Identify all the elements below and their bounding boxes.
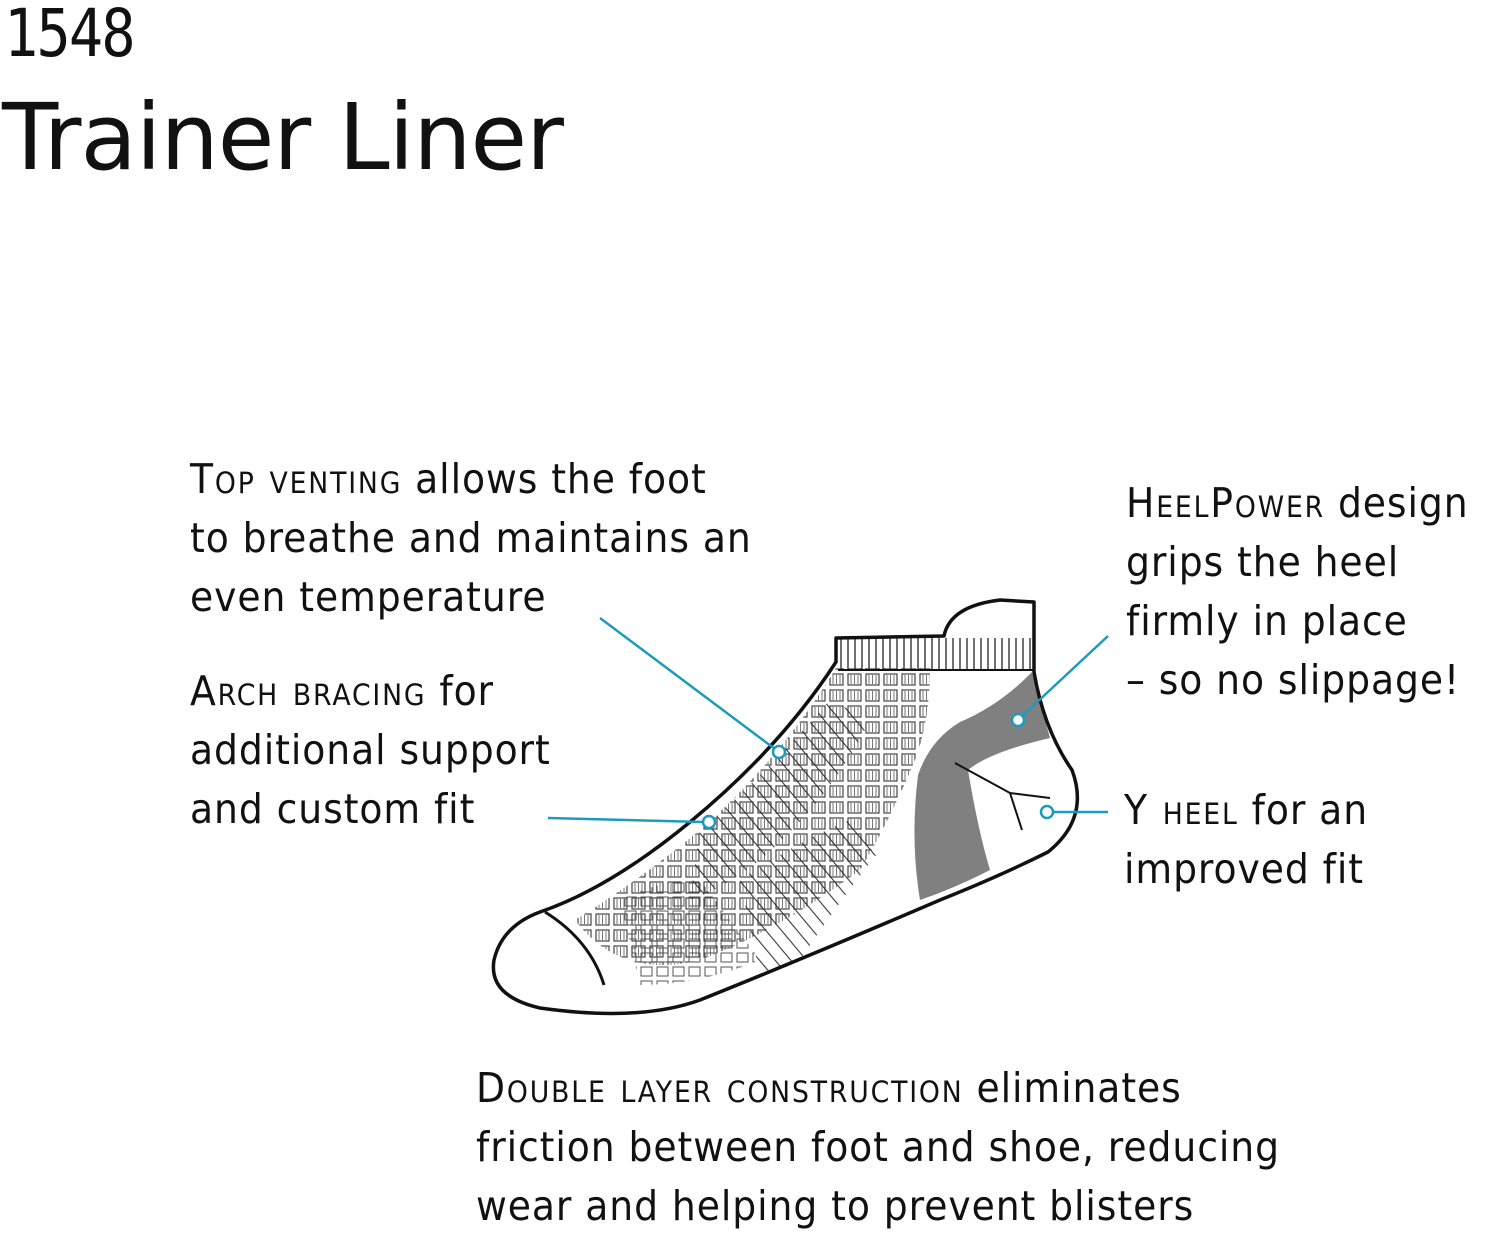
double-layer-feature: Double layer construction <box>476 1064 964 1112</box>
y-heel-text: improved fit <box>1124 845 1364 893</box>
top-venting-leader-line <box>599 616 780 754</box>
heelpower-callout: HeelPower design grips the heel firmly i… <box>1126 474 1469 710</box>
y-heel-feature: Y heel <box>1124 786 1239 834</box>
top-venting-text: to breathe and maintains an <box>190 514 752 562</box>
heelpower-text: grips the heel <box>1126 538 1400 586</box>
double-layer-text: friction between foot and shoe, reducing <box>476 1123 1280 1171</box>
top-venting-feature: Top venting <box>190 455 403 503</box>
arch-bracing-text: for <box>426 667 495 715</box>
heelpower-feature: HeelPower <box>1126 479 1326 527</box>
top-venting-text: even temperature <box>190 573 547 621</box>
double-layer-text: wear and helping to prevent blisters <box>476 1182 1195 1230</box>
heelpower-leader-line <box>1019 635 1109 719</box>
top-venting-marker-icon <box>771 744 787 760</box>
arch-bracing-callout: Arch bracing for additional support and … <box>190 662 551 839</box>
toe-seam <box>544 910 606 986</box>
heelpower-band <box>914 672 1050 900</box>
arch-bracing-text: and custom fit <box>190 785 476 833</box>
heelpower-text: design <box>1325 479 1469 527</box>
heelpower-text: – so no slippage! <box>1126 656 1461 704</box>
y-heel-text: for an <box>1238 786 1369 834</box>
y-heel-callout: Y heel for an improved fit <box>1124 781 1368 899</box>
mesh-venting-area <box>575 668 930 985</box>
y-heel-stitch <box>954 762 1051 831</box>
top-venting-callout: Top venting allows the foot to breathe a… <box>190 450 752 627</box>
model-number: 1548 <box>4 0 136 72</box>
arch-bracing-marker-icon <box>701 814 717 830</box>
product-title: Trainer Liner <box>2 84 564 191</box>
top-venting-text: allows the foot <box>402 455 707 503</box>
arch-bracing-leader-line <box>547 816 704 824</box>
sock-outline <box>491 598 1080 1016</box>
arch-bracing-feature: Arch bracing <box>190 667 427 715</box>
arch-bracing-text: additional support <box>190 726 551 774</box>
heelpower-text: firmly in place <box>1126 597 1408 645</box>
y-heel-marker-icon <box>1039 804 1055 820</box>
cuff-ribbing <box>838 638 1034 670</box>
double-layer-callout: Double layer construction eliminates fri… <box>476 1059 1280 1236</box>
double-layer-text: eliminates <box>963 1064 1182 1112</box>
heelpower-marker-icon <box>1010 712 1026 728</box>
